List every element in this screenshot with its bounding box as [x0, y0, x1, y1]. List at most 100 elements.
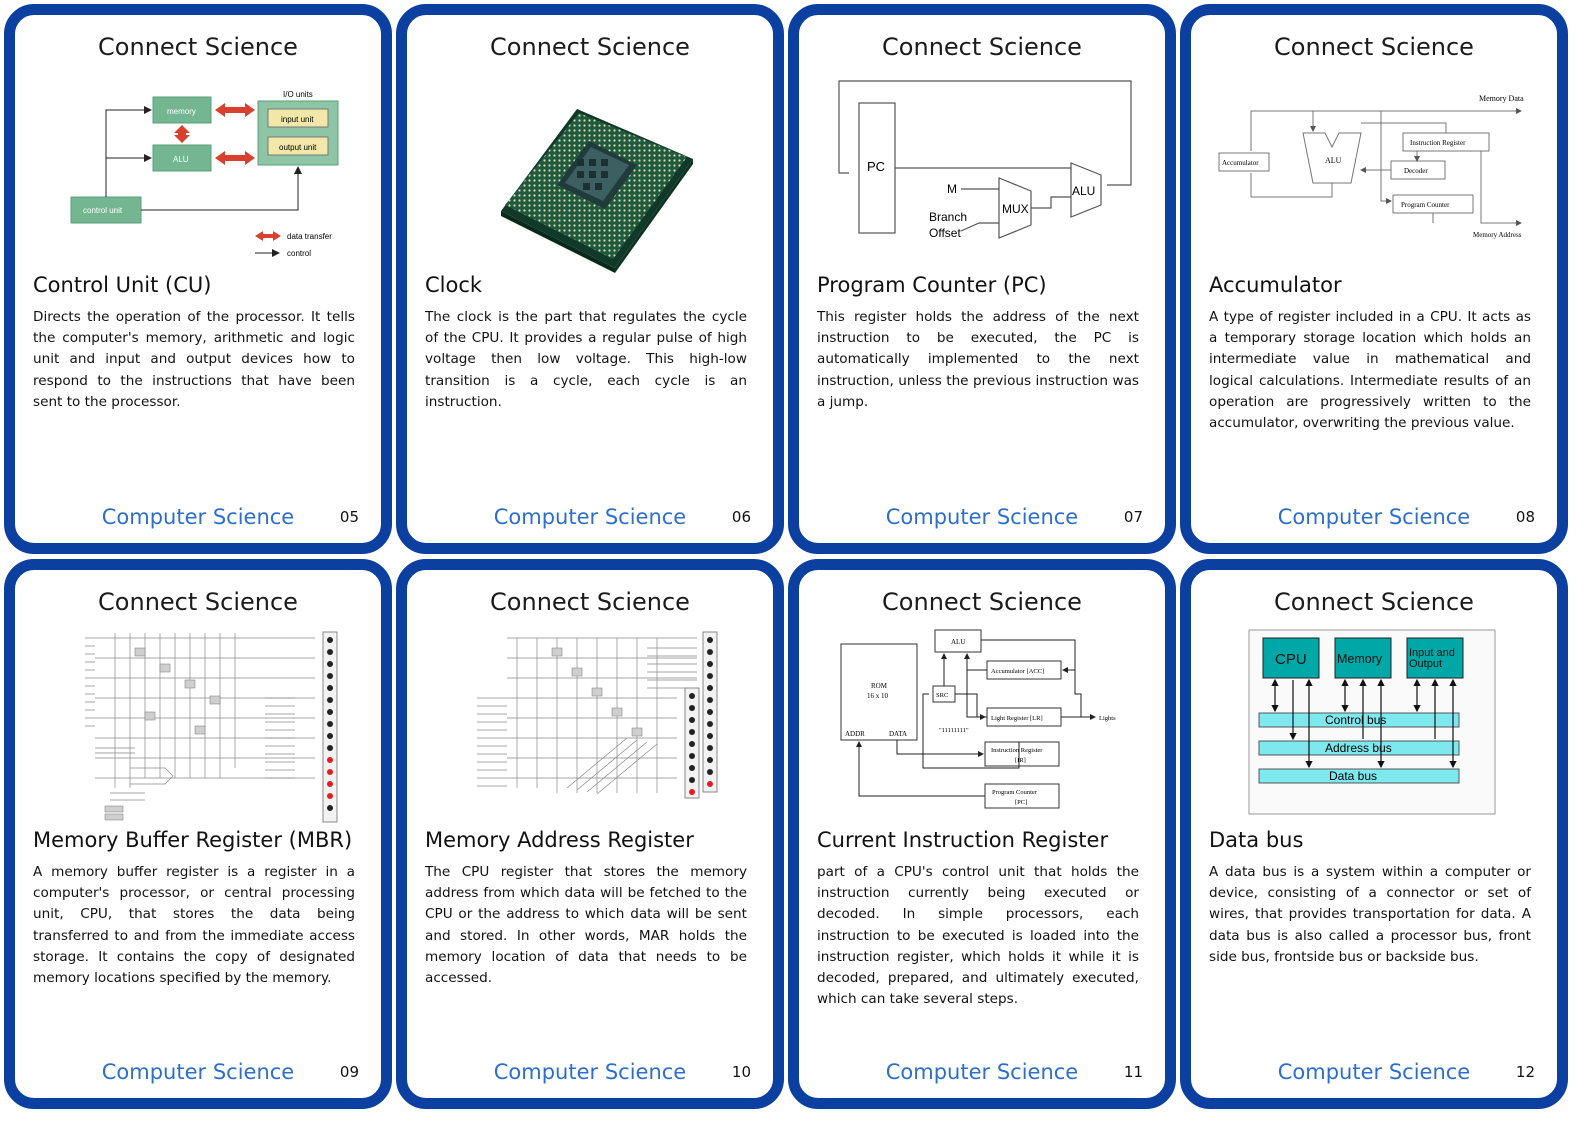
- program-counter-diagram: PC MUX ALU M Branch Offset: [819, 73, 1145, 273]
- card-program-counter: Connect Science PC MUX ALU M Branch Offs…: [788, 4, 1176, 554]
- rom-size-label: 16 x 10: [867, 692, 889, 700]
- data-label: DATA: [889, 730, 907, 738]
- addr-label: ADDR: [845, 730, 865, 738]
- card-subject: Computer Science: [1277, 505, 1471, 529]
- instruction-register-label: Instruction Register: [991, 747, 1043, 754]
- alu-box: [152, 144, 212, 172]
- program-counter-label: Program Counter: [992, 789, 1038, 796]
- card-brand: Connect Science: [1274, 33, 1474, 61]
- card-number: 12: [1515, 1063, 1535, 1081]
- card-description: The CPU register that stores the memory …: [425, 864, 747, 987]
- card-brand: Connect Science: [490, 33, 690, 61]
- card-brand: Connect Science: [490, 588, 690, 616]
- card-mbr: Connect Science Memory Buff: [4, 559, 392, 1109]
- card-brand: Connect Science: [882, 33, 1082, 61]
- alu-shape: [1070, 162, 1102, 218]
- memory-label: Memory: [1337, 652, 1383, 666]
- cir-diagram: ROM 16 x 10 ADDR DATA ALU Accumulator [A…: [819, 628, 1145, 828]
- card-accumulator: Connect Science Memory Data Accumulator …: [1180, 4, 1568, 554]
- card-subject: Computer Science: [101, 505, 295, 529]
- card-description: The clock is the part that regulates the…: [425, 309, 747, 410]
- card-number: 07: [1123, 508, 1143, 526]
- control-bus-label: Control bus: [1325, 713, 1386, 727]
- io-label-1: Input and: [1409, 647, 1455, 659]
- rom-box: [840, 643, 918, 741]
- transfer-arrow: [215, 103, 255, 117]
- control-unit-label: control unit: [83, 206, 123, 215]
- mux-shape: [998, 177, 1032, 239]
- cpu-box: [1262, 637, 1320, 679]
- program-counter-label: Program Counter: [1401, 201, 1450, 209]
- branch-label: Branch: [929, 210, 967, 224]
- card-brand: Connect Science: [882, 588, 1082, 616]
- card-description: part of a CPU's control unit that holds …: [817, 864, 1139, 1008]
- card-number: 10: [731, 1063, 751, 1081]
- memory-box: [152, 96, 212, 124]
- bits-label: "11111111": [939, 727, 969, 734]
- alu-label: ALU: [951, 638, 965, 646]
- instruction-register-label: Instruction Register: [1410, 139, 1466, 147]
- data-bus-label: Data bus: [1329, 769, 1377, 783]
- src-label: SRC: [936, 692, 948, 699]
- card-description: A data bus is a system within a computer…: [1209, 864, 1531, 965]
- card-title: Control Unit (CU): [33, 273, 212, 297]
- memory-address-label: Memory Address: [1473, 231, 1522, 239]
- card-number: 08: [1515, 508, 1535, 526]
- card-brand: Connect Science: [98, 588, 298, 616]
- card-title: Current Instruction Register: [817, 828, 1109, 852]
- mux-label: MUX: [1002, 202, 1029, 216]
- transfer-arrow: [215, 151, 255, 165]
- card-title: Memory Address Register: [425, 828, 694, 852]
- card-description: A memory buffer register is a register i…: [33, 864, 355, 987]
- card-data-bus: Connect Science CPU Memory Input and Out…: [1180, 559, 1568, 1109]
- card-subject: Computer Science: [493, 505, 687, 529]
- output-unit-box: [267, 136, 329, 156]
- rom-label: ROM: [871, 682, 888, 690]
- card-subject: Computer Science: [885, 1060, 1079, 1084]
- memory-label: memory: [167, 107, 196, 116]
- card-description: A type of register included in a CPU. It…: [1209, 309, 1531, 432]
- accumulator-diagram: Memory Data Accumulator ALU Instruction …: [1211, 73, 1537, 273]
- accumulator-box: [1218, 152, 1270, 172]
- card-number: 05: [339, 508, 359, 526]
- card-brand: Connect Science: [1274, 588, 1474, 616]
- io-header: I/O units: [283, 90, 313, 99]
- card-clock: Connect Science Clock The clock is the p…: [396, 4, 784, 554]
- card-subject: Computer Science: [101, 1060, 295, 1084]
- data-bus: [1258, 768, 1460, 784]
- pc-label: PC: [867, 159, 885, 174]
- card-number: 09: [339, 1063, 359, 1081]
- m-label: M: [947, 182, 957, 196]
- accumulator-label: Accumulator: [1222, 159, 1259, 167]
- program-counter-tag: [PC]: [1015, 799, 1027, 806]
- card-number: 06: [731, 508, 751, 526]
- acc-label: Accumulator [ACC]: [991, 668, 1044, 675]
- control-unit-diagram: I/O units input unit output unit memory …: [35, 73, 361, 273]
- mbr-circuit-image: [35, 628, 361, 828]
- cpu-chip-image: [427, 73, 753, 273]
- alu-shape: [1302, 132, 1362, 184]
- card-title: Program Counter (PC): [817, 273, 1047, 297]
- data-bus-diagram: CPU Memory Input and Output Control bus …: [1211, 628, 1537, 828]
- light-register-label: Light Register [LR]: [991, 715, 1043, 722]
- input-unit-box: [267, 108, 329, 128]
- address-bus-label: Address bus: [1325, 741, 1392, 755]
- card-description: This register holds the address of the n…: [817, 309, 1139, 410]
- card-description: Directs the operation of the processor. …: [33, 309, 355, 410]
- card-brand: Connect Science: [98, 33, 298, 61]
- instruction-register-tag: [IR]: [1015, 757, 1026, 764]
- card-title: Clock: [425, 273, 483, 297]
- decoder-label: Decoder: [1404, 167, 1428, 175]
- io-label-2: Output: [1409, 658, 1442, 670]
- transfer-arrow: [174, 125, 190, 143]
- card-control-unit: Connect Science I/O units input unit out…: [4, 4, 392, 554]
- card-cir: Connect Science ROM 16 x 10 ADDR DATA AL…: [788, 559, 1176, 1109]
- card-subject: Computer Science: [493, 1060, 687, 1084]
- legend-transfer: data transfer: [287, 232, 332, 241]
- alu-box: [934, 629, 982, 653]
- memory-data-label: Memory Data: [1479, 94, 1524, 103]
- card-number: 11: [1123, 1063, 1143, 1081]
- card-subject: Computer Science: [885, 505, 1079, 529]
- input-unit-label: input unit: [281, 115, 314, 124]
- card-mar: Connect Science: [396, 559, 784, 1109]
